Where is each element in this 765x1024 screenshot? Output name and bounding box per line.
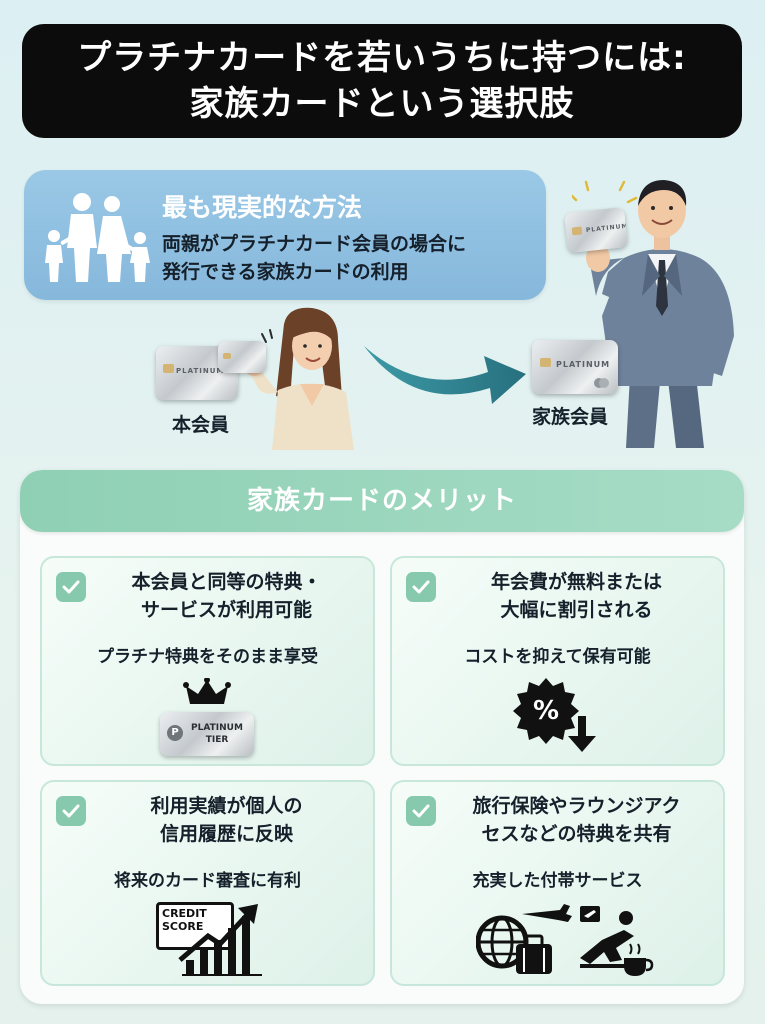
benefit-heading: 旅行保険やラウンジアク セスなどの特典を共有 — [472, 795, 681, 845]
platinum-card-family: PLATINUM — [532, 340, 618, 394]
family-icon — [45, 193, 150, 282]
hero-text-line-1: 両親がプラチナカード会員の場合に — [162, 233, 467, 255]
benefit-card-annual-fee: 年会費が無料または 大幅に割引される コストを抑えて保有可能 % — [390, 556, 725, 766]
platinum-card-held: PLATINUM — [564, 206, 628, 254]
primary-member-label: 本会員 — [172, 414, 230, 436]
benefit-subtext: 充実した付帯サービス — [472, 871, 643, 891]
credit-score-growth-icon: CREDIT SCORE — [156, 900, 266, 976]
crown-platinum-tier-icon: P PLATINUM TIER — [160, 678, 254, 756]
hero-heading: 最も現実的な方法 — [162, 193, 363, 222]
family-member-label: 家族会員 — [532, 406, 609, 428]
benefit-subtext: 将来のカード審査に有利 — [114, 871, 301, 891]
benefit-card-privileges: 本会員と同等の特典・ サービスが利用可能 プラチナ特典をそのまま享受 P PLA… — [40, 556, 375, 766]
benefit-subtext: コストを抑えて保有可能 — [464, 647, 651, 667]
benefit-heading: 年会費が無料または 大幅に割引される — [490, 571, 662, 621]
benefit-subtext: プラチナ特典をそのまま享受 — [97, 647, 318, 667]
benefit-heading: 本会員と同等の特典・ サービスが利用可能 — [131, 571, 322, 621]
family-member-illustration — [572, 180, 734, 448]
check-icon — [406, 572, 436, 602]
discount-down-arrow-icon: % — [512, 676, 602, 756]
primary-member-illustration — [245, 307, 354, 450]
title-line-2: 家族カードという選択肢 — [189, 84, 575, 124]
platinum-card-small — [218, 341, 266, 373]
travel-lounge-icon — [476, 904, 654, 976]
hero-text-line-2: 発行できる家族カードの利用 — [162, 261, 409, 283]
hero-description: 両親がプラチナカード会員の場合に 発行できる家族カードの利用 — [162, 230, 466, 286]
check-icon — [406, 796, 436, 826]
benefit-heading: 利用実績が個人の 信用履歴に反映 — [150, 795, 303, 845]
benefits-panel: 家族カードのメリット 本会員と同等の特典・ サービスが利用可能 プラチナ特典をそ… — [20, 470, 744, 1004]
check-icon — [56, 572, 86, 602]
transfer-arrow-icon — [364, 346, 526, 404]
benefits-heading: 家族カードのメリット — [20, 470, 744, 532]
title-line-1: プラチナカードを若いうちに持つには: — [77, 38, 687, 78]
hero-callout: 最も現実的な方法 両親がプラチナカード会員の場合に 発行できる家族カードの利用 — [24, 170, 546, 300]
page-title: プラチナカードを若いうちに持つには: 家族カードという選択肢 — [22, 24, 742, 138]
benefit-card-credit-history: 利用実績が個人の 信用履歴に反映 将来のカード審査に有利 CREDIT SCOR… — [40, 780, 375, 986]
benefit-card-travel: 旅行保険やラウンジアク セスなどの特典を共有 充実した付帯サービス — [390, 780, 725, 986]
check-icon — [56, 796, 86, 826]
